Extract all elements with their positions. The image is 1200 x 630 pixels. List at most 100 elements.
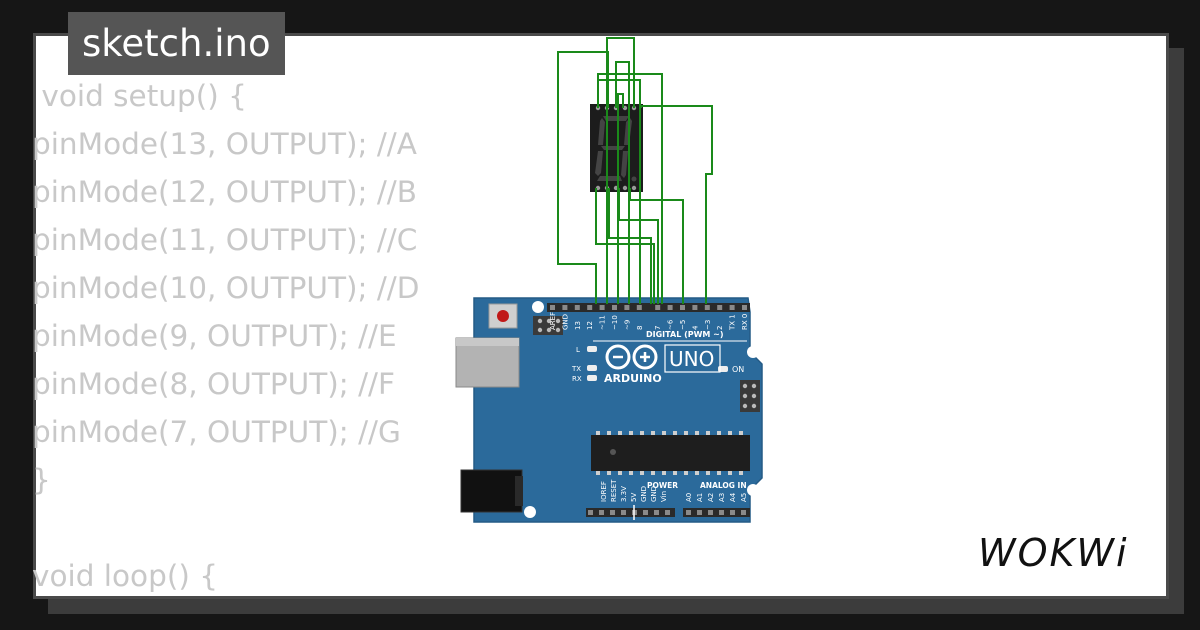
digital-pin-label: ~9 (623, 320, 631, 330)
code-line: void loop() { (32, 559, 218, 593)
chip-pin (618, 431, 622, 435)
digital-pin-label: 4 (691, 325, 699, 330)
digital-pin-hole[interactable] (550, 305, 555, 310)
chip-pin (596, 431, 600, 435)
analog-pin-label: A0 (685, 493, 693, 502)
chip-pin (607, 431, 611, 435)
segment-f (598, 118, 605, 145)
led-tx-label: TX (571, 365, 581, 373)
power-pin-hole[interactable] (588, 510, 593, 515)
digital-pin-hole[interactable] (667, 305, 673, 310)
digital-pin-label: GND (561, 314, 569, 330)
power-pin-hole[interactable] (654, 510, 659, 515)
display-pin-bottom[interactable] (631, 185, 637, 191)
analog-label: ANALOG IN (700, 481, 747, 490)
segment-d (597, 176, 622, 181)
reset-button-cap[interactable] (497, 310, 509, 322)
code-line: pinMode(7, OUTPUT); //G (32, 415, 401, 449)
code-line: pinMode(9, OUTPUT); //E (32, 319, 397, 353)
power-pin-hole[interactable] (643, 510, 648, 515)
digital-pin-label: ~10 (611, 315, 619, 330)
seven-segment-display[interactable] (590, 104, 643, 192)
wire-5 (629, 188, 684, 304)
digital-pin-hole[interactable] (636, 305, 642, 310)
digital-pin-hole[interactable] (680, 305, 685, 310)
usb-port (455, 337, 520, 388)
analog-pin-hole[interactable] (741, 510, 746, 515)
chip-pin (728, 431, 732, 435)
code-line: pinMode(12, OUTPUT); //B (32, 175, 417, 209)
power-pin-hole[interactable] (621, 510, 626, 515)
chip-pin (651, 471, 655, 475)
digital-pin-label: ~11 (599, 315, 607, 330)
segment-g (601, 146, 625, 150)
segment-a (603, 116, 629, 121)
analog-pin-hole[interactable] (730, 510, 735, 515)
chip-pin (695, 471, 699, 475)
led-l-label: L (576, 346, 580, 354)
digital-pin-label: TX 1 (729, 314, 737, 331)
chip-pin (629, 431, 633, 435)
chip-pin (662, 431, 666, 435)
digital-header-label: DIGITAL (PWM ~) (646, 330, 724, 339)
brand-label: ARDUINO (604, 372, 662, 385)
chip-pin (717, 431, 721, 435)
icsp-header-2 (740, 380, 760, 412)
power-pin-hole[interactable] (610, 510, 615, 515)
wire-10-d (615, 61, 630, 304)
display-pin-bottom[interactable] (622, 185, 628, 191)
digital-pin-label: ~3 (704, 320, 712, 330)
chip-pin (739, 431, 743, 435)
analog-pin-label: A4 (729, 492, 737, 502)
power-pin-label: GND (640, 486, 648, 502)
chip-pin (651, 431, 655, 435)
led-rx (587, 375, 597, 381)
code-line: pinMode(11, OUTPUT); //C (32, 223, 418, 257)
led-l (587, 346, 597, 352)
chip-pin (629, 471, 633, 475)
wokwi-logo: WOKWi (978, 531, 1129, 575)
digital-pin-label: 12 (586, 321, 594, 330)
chip-pin (673, 471, 677, 475)
analog-pin-hole[interactable] (719, 510, 724, 515)
led-rx-label: RX (572, 375, 582, 383)
digital-pin-hole[interactable] (692, 305, 698, 310)
digital-pin-hole[interactable] (704, 305, 710, 310)
digital-pin-hole[interactable] (562, 305, 568, 310)
chip-pin (607, 471, 611, 475)
wire-8-f (608, 188, 652, 304)
digital-pin-hole[interactable] (612, 305, 617, 310)
chip-pin (596, 471, 600, 475)
analog-pin-hole[interactable] (697, 510, 702, 515)
icsp-header (533, 316, 563, 335)
digital-pin-hole[interactable] (655, 305, 661, 310)
analog-header (683, 508, 750, 517)
chip-pin (695, 431, 699, 435)
power-pin-label: Vin (660, 491, 668, 502)
power-pin-hole[interactable] (599, 510, 604, 515)
digital-pin-hole[interactable] (742, 305, 747, 310)
digital-pin-hole[interactable] (729, 305, 735, 310)
digital-pin-hole[interactable] (587, 305, 593, 310)
wire-6 (618, 188, 659, 304)
code-line: pinMode(13, OUTPUT); //A (32, 127, 417, 161)
chip-pin (684, 471, 688, 475)
chip-notch (610, 449, 616, 455)
model-label: UNO (669, 347, 714, 371)
power-pin-label: IOREF (600, 481, 608, 502)
digital-pin-hole[interactable] (717, 305, 723, 310)
digital-pin-label: AREF (549, 312, 557, 330)
power-pin-hole[interactable] (665, 510, 670, 515)
wire-7-g (597, 73, 663, 304)
atmega-chip (591, 435, 750, 471)
analog-pin-hole[interactable] (686, 510, 691, 515)
wokwi-logo-text: WOKWi (978, 531, 1129, 575)
chip-pin (673, 431, 677, 435)
digital-pin-label: 13 (574, 321, 582, 330)
digital-pin-hole[interactable] (624, 305, 630, 310)
file-tab[interactable]: sketch.ino (68, 12, 285, 75)
digital-pin-hole[interactable] (599, 305, 605, 310)
analog-pin-hole[interactable] (708, 510, 713, 515)
digital-pin-hole[interactable] (574, 305, 580, 310)
